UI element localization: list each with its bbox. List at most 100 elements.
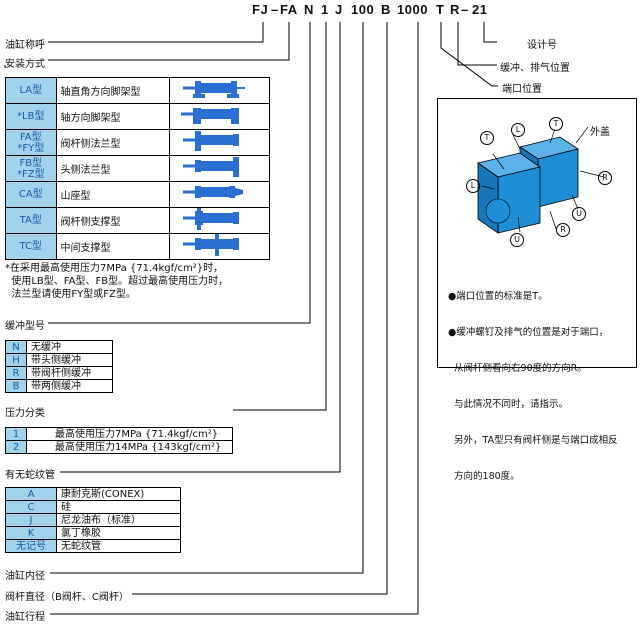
marker-r-icon: R bbox=[556, 223, 570, 237]
table-row: LA型轴直角方向脚架型 bbox=[5, 77, 271, 104]
bellows-desc: 硅 bbox=[56, 500, 181, 514]
note-line: 另外，TA型只有阀杆侧是与端口成相反 bbox=[448, 435, 618, 446]
note-line: 从阀杆侧看向右90度的方向R。 bbox=[448, 363, 587, 374]
head-flange-cylinder-icon bbox=[183, 157, 240, 177]
table-row: *LB型轴方向脚架型 bbox=[5, 103, 271, 130]
bellows-code: 无记号 bbox=[5, 539, 57, 553]
marker-t-icon: T bbox=[549, 117, 563, 131]
table-row: TA型阀杆侧支撑型 bbox=[5, 207, 271, 234]
diagram-notes: ●端口位置的标准是T。 ●缓冲螺钉及排气的位置是对于端口， 从阀杆侧看向右90度… bbox=[448, 267, 634, 507]
marker-r-icon: R bbox=[598, 171, 612, 185]
cushion-code: R bbox=[5, 366, 27, 380]
table-row: FB型 *FZ型头侧法兰型 bbox=[5, 155, 271, 182]
cushion-code: N bbox=[5, 340, 27, 354]
foot-mount-cylinder-icon bbox=[183, 81, 246, 98]
code-design: 21 bbox=[472, 2, 488, 17]
bellows-desc: 尼龙油布（标准） bbox=[56, 513, 181, 527]
marker-u-icon: U bbox=[510, 233, 524, 247]
axial-foot-cylinder-icon bbox=[181, 108, 240, 124]
mount-desc: 头侧法兰型 bbox=[55, 155, 170, 182]
mount-code: FB型 *FZ型 bbox=[5, 155, 57, 182]
bellows-desc: 氯丁橡胶 bbox=[56, 526, 181, 540]
code-pressure: 1 bbox=[321, 2, 329, 17]
mount-code: *LB型 bbox=[5, 103, 57, 130]
cushion-desc: 带阀杆侧缓冲 bbox=[26, 366, 113, 380]
label-port-pos: 端口位置 bbox=[502, 84, 542, 95]
mount-desc: 中间支撑型 bbox=[55, 233, 170, 260]
note-line: 方向的180度。 bbox=[448, 471, 520, 482]
label-mount: 安装方式 bbox=[5, 59, 45, 70]
label-bellows: 有无蛇纹管 bbox=[5, 470, 55, 481]
port-diagram-box: 外盖 T L T L R U R U ●端口位置的标准是T。 ●缓冲螺钉及排气的… bbox=[437, 98, 637, 482]
pressure-code: 2 bbox=[5, 440, 27, 454]
marker-u-icon: U bbox=[572, 207, 586, 221]
label-bore: 油缸内径 bbox=[5, 571, 45, 582]
label-design-no: 设计号 bbox=[527, 40, 557, 51]
bellows-code: K bbox=[5, 526, 57, 540]
code-bore: 100 bbox=[351, 2, 375, 17]
code-stroke: 1000 bbox=[397, 2, 428, 17]
table-row: CA型山座型 bbox=[5, 181, 271, 208]
cushion-code: B bbox=[5, 379, 27, 393]
mount-desc: 阀杆侧法兰型 bbox=[55, 129, 170, 156]
rod-flange-cylinder-icon bbox=[183, 131, 240, 151]
code-dash-1: – bbox=[271, 2, 279, 17]
code-mount: FA bbox=[280, 2, 298, 17]
bellows-code: C bbox=[5, 500, 57, 514]
note-line: 与此情况不同时，请指示。 bbox=[448, 399, 569, 410]
code-cushion: N bbox=[304, 2, 314, 17]
mount-desc: 轴方向脚架型 bbox=[55, 103, 170, 130]
bellows-code: A bbox=[5, 487, 57, 501]
note-line: ●端口位置的标准是T。 bbox=[448, 291, 548, 302]
code-bellows: J bbox=[335, 2, 343, 17]
label-stroke: 油缸行程 bbox=[5, 612, 45, 623]
pressure-code: 1 bbox=[5, 427, 27, 441]
cylinder-cube-diagram bbox=[477, 126, 605, 234]
table-row: TC型中间支撑型 bbox=[5, 233, 271, 260]
mount-code: TA型 bbox=[5, 207, 57, 234]
mount-code: FA型 *FY型 bbox=[5, 129, 57, 156]
marker-l-icon: L bbox=[466, 179, 480, 193]
mount-desc: 山座型 bbox=[55, 181, 170, 208]
cushion-code: H bbox=[5, 353, 27, 367]
label-bore-name: 油缸称呼 bbox=[5, 40, 45, 51]
center-trunnion-cylinder-icon bbox=[183, 234, 240, 256]
code-rod: B bbox=[381, 2, 391, 17]
code-cushion-pos: R bbox=[450, 2, 460, 17]
cushion-desc: 无缓冲 bbox=[26, 340, 113, 354]
mount-desc: 阀杆侧支撑型 bbox=[55, 207, 170, 234]
label-pressure: 压力分类 bbox=[5, 408, 45, 419]
label-rod: 阀杆直径（B阀杆、C阀杆） bbox=[5, 592, 129, 603]
cap-label: 外盖 bbox=[590, 127, 610, 138]
bellows-code: J bbox=[5, 513, 57, 527]
pressure-desc: 最高使用压力7MPa {71.4kgf/cm²} bbox=[26, 427, 233, 441]
code-port: T bbox=[436, 2, 445, 17]
mount-code: CA型 bbox=[5, 181, 57, 208]
bellows-desc: 无蛇纹管 bbox=[56, 539, 181, 553]
mount-code: LA型 bbox=[5, 77, 57, 104]
mount-code: TC型 bbox=[5, 233, 57, 260]
bellows-desc: 康耐克斯(CONEX) bbox=[56, 487, 181, 501]
code-prefix: FJ bbox=[252, 2, 269, 17]
cushion-desc: 带两侧缓冲 bbox=[26, 379, 113, 393]
mount-note: *在采用最高使用压力7MPa {71.4kgf/cm²}时， 使用LB型、FA型… bbox=[5, 263, 229, 300]
pressure-desc: 最高使用压力14MPa {143kgf/cm²} bbox=[26, 440, 233, 454]
note-line: ●缓冲螺钉及排气的位置是对于端口， bbox=[448, 327, 609, 338]
label-cushion-type: 缓冲型号 bbox=[5, 321, 45, 332]
marker-l-icon: L bbox=[511, 123, 525, 137]
table-row: FA型 *FY型阀杆侧法兰型 bbox=[5, 129, 271, 156]
mount-desc: 轴直角方向脚架型 bbox=[55, 77, 170, 104]
